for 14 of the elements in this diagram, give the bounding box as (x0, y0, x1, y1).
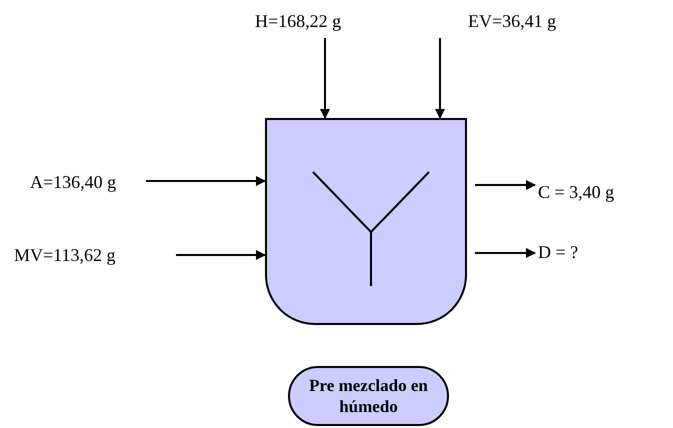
arrow (475, 180, 536, 190)
stream-label: D = ? (538, 241, 578, 263)
mixing-tank (265, 118, 467, 325)
process-name: Pre mezclado en húmedo (308, 375, 428, 417)
arrow (435, 38, 445, 119)
stream-label: H=168,22 g (255, 10, 342, 32)
arrow (475, 248, 536, 258)
stream-label: MV=113,62 g (14, 244, 116, 266)
stream-label: C = 3,40 g (538, 181, 614, 203)
arrow (176, 250, 266, 260)
arrow (146, 176, 266, 186)
stream-label: A=136,40 g (30, 171, 116, 193)
arrow (320, 38, 330, 119)
stream-label: EV=36,41 g (468, 10, 556, 32)
